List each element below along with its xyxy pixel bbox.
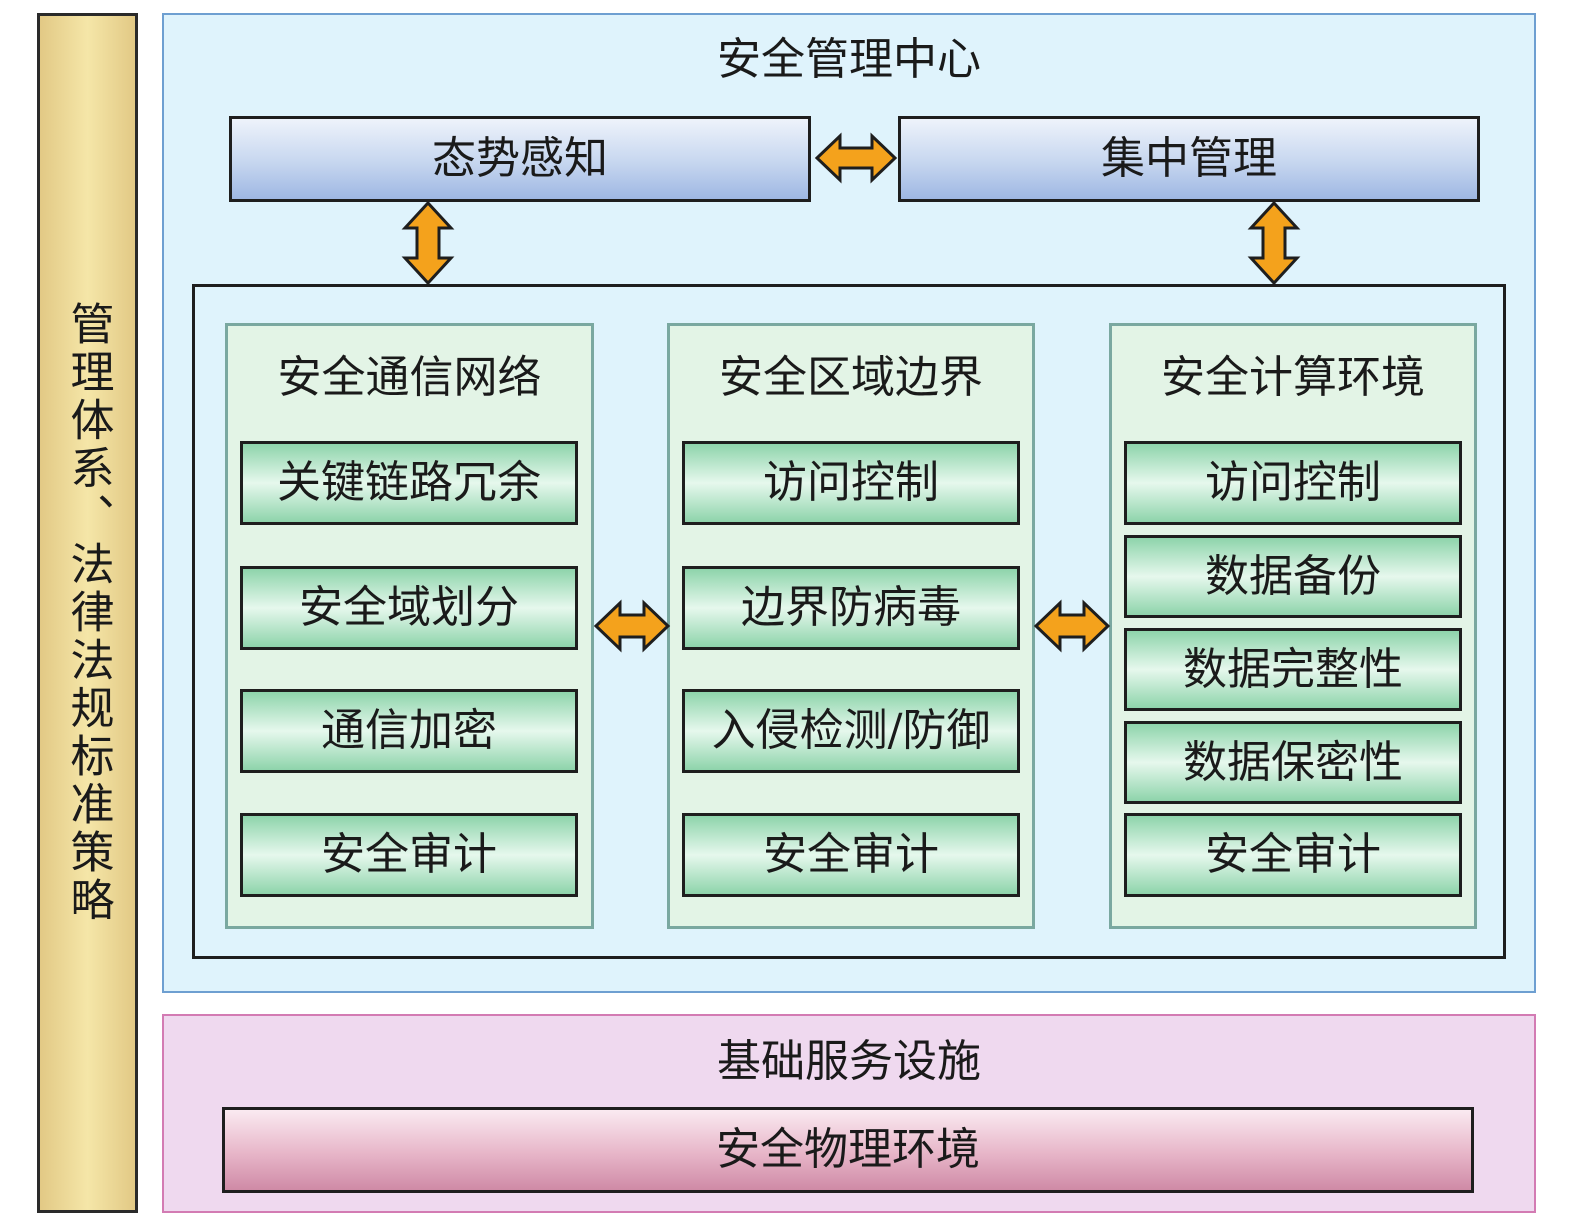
situational-awareness-box: 态势感知 [229, 116, 811, 202]
basic-service-infrastructure-title: 基础服务设施 [717, 1036, 981, 1087]
centralized-management-box: 集中管理 [898, 116, 1480, 202]
module-box: 安全域划分 [240, 566, 578, 650]
protection-frame [192, 284, 1506, 959]
module-box: 访问控制 [682, 441, 1020, 525]
module-box: 数据完整性 [1124, 628, 1462, 711]
module-box: 关键链路冗余 [240, 441, 578, 525]
column-title: 安全计算环境 [1161, 352, 1425, 403]
left-policy-bar: 管理体系、法律法规标准策略 [37, 13, 138, 1213]
column-title: 安全区域边界 [719, 352, 983, 403]
module-box: 数据保密性 [1124, 721, 1462, 804]
module-box: 安全审计 [240, 813, 578, 897]
column-title: 安全通信网络 [277, 352, 542, 403]
module-box: 安全审计 [682, 813, 1020, 897]
module-box: 访问控制 [1124, 441, 1462, 525]
left-policy-label: 管理体系、法律法规标准策略 [62, 301, 114, 925]
physical-environment-box: 安全物理环境 [222, 1107, 1474, 1193]
module-box: 数据备份 [1124, 535, 1462, 618]
module-box: 安全审计 [1124, 813, 1462, 897]
module-box: 入侵检测/防御 [682, 689, 1020, 773]
security-management-center-title: 安全管理中心 [717, 34, 981, 85]
module-box: 通信加密 [240, 689, 578, 773]
module-box: 边界防病毒 [682, 566, 1020, 650]
